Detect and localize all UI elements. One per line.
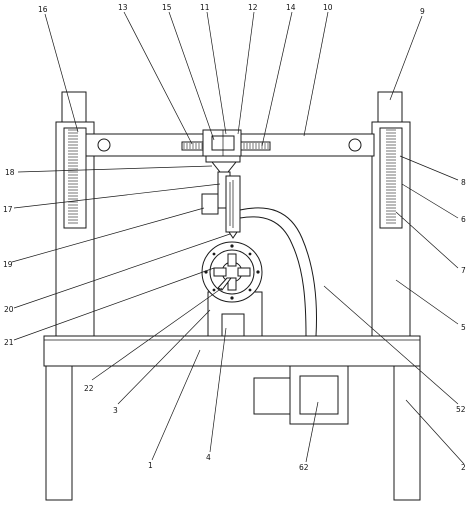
right-leg: [393, 365, 421, 501]
label-13: 13: [118, 3, 128, 12]
label-18: 18: [5, 168, 15, 177]
tool-holder: [201, 161, 241, 239]
rotary-chuck: [201, 241, 263, 337]
label-17: 17: [3, 205, 13, 214]
left-rack: [68, 129, 78, 224]
label-10: 10: [323, 3, 333, 12]
table: [43, 335, 421, 501]
hose: [239, 207, 317, 337]
right-roller: [348, 138, 362, 152]
label-62: 62: [299, 463, 309, 472]
label-3: 3: [113, 406, 118, 415]
left-roller: [97, 138, 111, 152]
label-21: 21: [4, 338, 14, 347]
pump-motor: [253, 377, 291, 415]
support-window-4: [221, 313, 245, 337]
right-rack: [386, 129, 396, 224]
table-top: [43, 335, 421, 367]
callout-labels: 16 13 15 11 12 14 10 9 18 17 19 20 21 22…: [3, 3, 466, 472]
label-16: 16: [38, 5, 48, 14]
label-20: 20: [4, 305, 14, 314]
label-7: 7: [461, 266, 466, 275]
pump-assembly: [253, 365, 349, 425]
motor-box-19: [201, 193, 219, 215]
label-2: 2: [461, 463, 466, 472]
drive-gear-assembly: [202, 129, 242, 163]
left-leg: [45, 365, 73, 501]
label-19: 19: [3, 260, 13, 269]
label-11: 11: [200, 3, 210, 12]
label-9: 9: [420, 7, 425, 16]
label-5: 5: [461, 323, 466, 332]
label-14: 14: [286, 3, 296, 12]
label-15: 15: [162, 3, 172, 12]
label-4: 4: [206, 453, 211, 462]
leader-lines: [11, 11, 465, 465]
label-22: 22: [84, 384, 94, 393]
label-6: 6: [461, 215, 466, 224]
label-52: 52: [456, 405, 466, 414]
label-8: 8: [461, 178, 466, 187]
label-12: 12: [248, 3, 258, 12]
label-1: 1: [148, 461, 153, 470]
